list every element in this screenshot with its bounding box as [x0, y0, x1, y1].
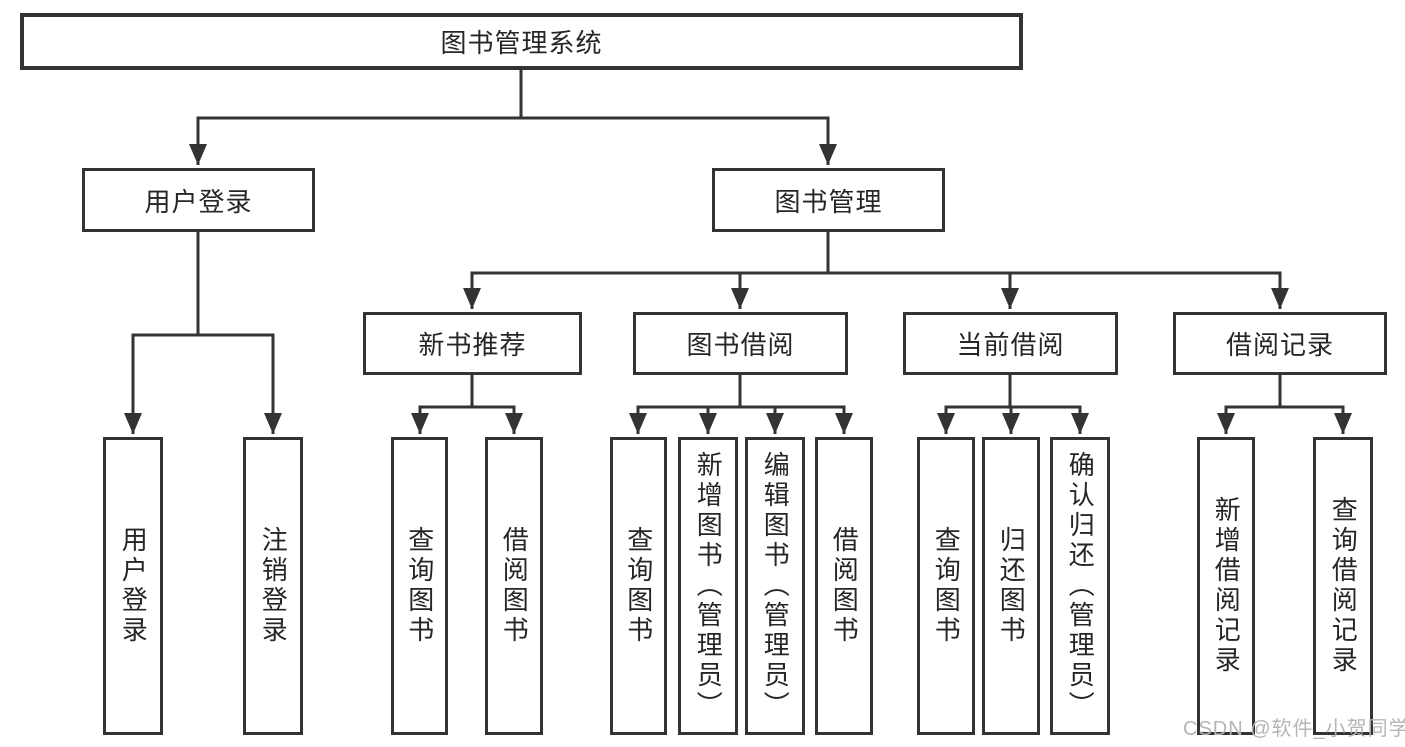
leaf-borrow-books-2-label: 借阅图书 [829, 526, 860, 646]
leaf-user-login: 用户登录 [103, 437, 163, 735]
node-book-borrow: 图书借阅 [633, 312, 848, 375]
leaf-query-books-3-label: 查询图书 [931, 526, 962, 646]
leaf-edit-books-admin-label: 编辑图书（管理员） [760, 451, 791, 721]
leaf-add-borrow-record: 新增借阅记录 [1197, 437, 1255, 735]
leaf-query-books-1: 查询图书 [391, 437, 448, 735]
leaf-confirm-return-admin-label: 确认归还（管理员） [1065, 451, 1096, 721]
connector-login-to-leaves [124, 232, 282, 434]
leaf-confirm-return-admin: 确认归还（管理员） [1050, 437, 1110, 735]
node-current-borrow-label: 当前借阅 [956, 330, 1065, 360]
node-system-root-label: 图书管理系统 [440, 28, 603, 58]
leaf-query-borrow-record: 查询借阅记录 [1313, 437, 1373, 735]
leaf-query-books-2-label: 查询图书 [623, 526, 654, 646]
node-book-management-label: 图书管理 [774, 186, 883, 217]
connector-records-to-leaves [1217, 375, 1352, 434]
leaf-query-books-1-label: 查询图书 [404, 526, 435, 646]
node-new-book-recommend: 新书推荐 [363, 312, 582, 375]
connector-newbooks-to-leaves [411, 375, 523, 434]
connector-root-to-level2 [189, 70, 837, 165]
leaf-borrow-books-1-label: 借阅图书 [499, 526, 530, 646]
leaf-return-books: 归还图书 [982, 437, 1040, 735]
node-new-book-recommend-label: 新书推荐 [418, 330, 527, 360]
leaf-query-books-2: 查询图书 [610, 437, 667, 735]
leaf-query-borrow-record-label: 查询借阅记录 [1328, 496, 1359, 676]
node-borrow-records-label: 借阅记录 [1225, 330, 1334, 360]
leaf-borrow-books-1: 借阅图书 [485, 437, 543, 735]
leaf-return-books-label: 归还图书 [996, 526, 1027, 646]
node-user-login-label: 用户登录 [144, 186, 253, 217]
leaf-user-login-label: 用户登录 [118, 526, 149, 646]
node-current-borrow: 当前借阅 [903, 312, 1118, 375]
node-user-login: 用户登录 [82, 168, 315, 232]
node-borrow-records: 借阅记录 [1173, 312, 1387, 375]
connector-current-to-leaves [937, 375, 1089, 434]
leaf-query-books-3: 查询图书 [917, 437, 975, 735]
leaf-add-books-admin: 新增图书（管理员） [678, 437, 738, 735]
node-book-borrow-label: 图书借阅 [686, 330, 795, 360]
leaf-add-borrow-record-label: 新增借阅记录 [1211, 496, 1242, 676]
leaf-add-books-admin-label: 新增图书（管理员） [693, 451, 724, 721]
node-system-root: 图书管理系统 [20, 13, 1023, 70]
leaf-logout-label: 注销登录 [258, 526, 289, 646]
connector-bookmgmt-to-level3 [463, 232, 1289, 309]
csdn-watermark: CSDN @软件_小贺同学 [1183, 718, 1405, 740]
node-book-management: 图书管理 [712, 168, 945, 232]
leaf-borrow-books-2: 借阅图书 [815, 437, 873, 735]
leaf-edit-books-admin: 编辑图书（管理员） [745, 437, 805, 735]
leaf-logout: 注销登录 [243, 437, 303, 735]
connector-borrow-to-leaves [629, 375, 853, 434]
